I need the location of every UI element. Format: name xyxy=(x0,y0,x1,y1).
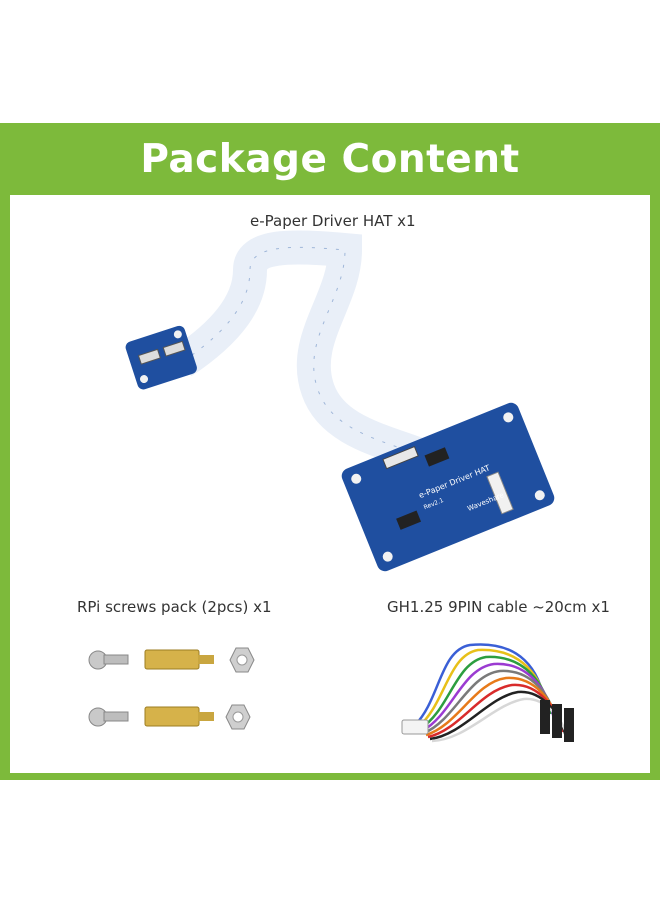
content-panel xyxy=(10,195,650,773)
page-title: Package Content xyxy=(140,136,520,182)
screws-pack-label: RPi screws pack (2pcs) x1 xyxy=(77,598,272,616)
epaper-hat-label: e-Paper Driver HAT x1 xyxy=(250,212,416,230)
cable-label: GH1.25 9PIN cable ~20cm x1 xyxy=(387,598,610,616)
